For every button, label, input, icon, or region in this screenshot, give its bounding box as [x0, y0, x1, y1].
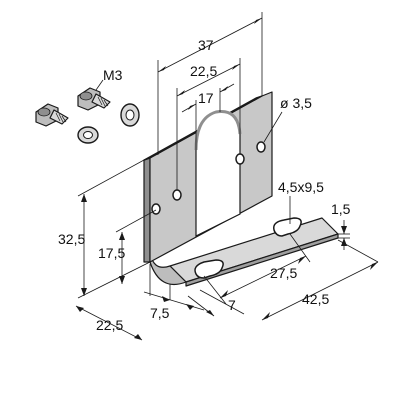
- base-slot-1: [194, 259, 224, 279]
- dim-slot-size: 4,5x9,5: [278, 179, 324, 195]
- dim-17: 17: [198, 90, 214, 106]
- screw-2: [35, 103, 69, 127]
- arch-cutout: [195, 110, 241, 237]
- dim-22-5-top: 22,5: [190, 63, 217, 79]
- dim-42-5: 42,5: [302, 291, 329, 307]
- dim-17-5: 17,5: [98, 245, 125, 261]
- dim-thickness: 1,5: [331, 201, 351, 217]
- upright-hole-2: [172, 189, 182, 201]
- dim-32-5: 32,5: [58, 231, 85, 247]
- screw-1: [77, 87, 111, 111]
- m3-label: M3: [103, 67, 123, 83]
- upright-hole-3: [235, 153, 245, 165]
- m3-leader: [95, 79, 104, 91]
- dim-7-5: 7,5: [150, 305, 170, 321]
- washer-1: [120, 103, 140, 127]
- dim-7: 7: [228, 297, 236, 313]
- dim-22-5-bottom: 22,5: [96, 317, 123, 333]
- upright-hole-4: [256, 141, 266, 153]
- dim-27-5: 27,5: [270, 265, 297, 281]
- dim-37: 37: [198, 37, 214, 53]
- bracket-edge: [143, 157, 151, 263]
- dim-hole-dia: ø 3,5: [280, 95, 312, 111]
- washer-2: [77, 126, 99, 144]
- upright-hole-1: [151, 203, 161, 215]
- bracket-bend: [149, 249, 187, 286]
- base-slot-2: [272, 217, 302, 237]
